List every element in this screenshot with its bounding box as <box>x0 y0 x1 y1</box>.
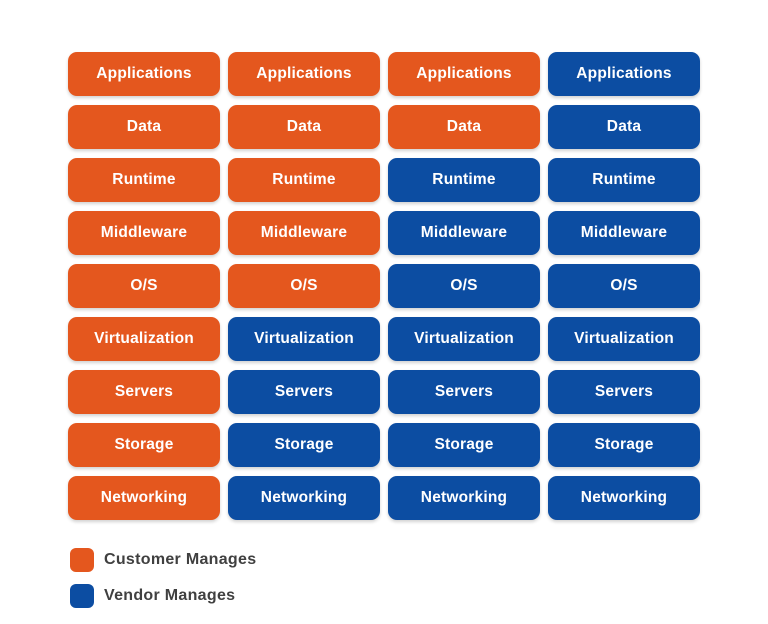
legend-label-vendor: Vendor Manages <box>104 587 236 604</box>
pill-runtime-col2: Runtime <box>228 158 380 202</box>
pill-o-s-col4: O/S <box>548 264 700 308</box>
pill-servers-col1: Servers <box>68 370 220 414</box>
pill-o-s-col1: O/S <box>68 264 220 308</box>
pill-middleware-col3: Middleware <box>388 211 540 255</box>
pill-data-col3: Data <box>388 105 540 149</box>
pill-virtualization-col3: Virtualization <box>388 317 540 361</box>
pill-virtualization-col2: Virtualization <box>228 317 380 361</box>
pill-middleware-col4: Middleware <box>548 211 700 255</box>
pill-virtualization-col4: Virtualization <box>548 317 700 361</box>
pill-networking-col4: Networking <box>548 476 700 520</box>
pill-servers-col3: Servers <box>388 370 540 414</box>
pill-storage-col3: Storage <box>388 423 540 467</box>
pill-data-col4: Data <box>548 105 700 149</box>
legend-label-customer: Customer Manages <box>104 551 257 568</box>
pill-runtime-col4: Runtime <box>548 158 700 202</box>
pill-networking-col3: Networking <box>388 476 540 520</box>
customer-color-swatch <box>70 548 94 572</box>
pill-middleware-col2: Middleware <box>228 211 380 255</box>
pill-o-s-col3: O/S <box>388 264 540 308</box>
pill-o-s-col2: O/S <box>228 264 380 308</box>
pill-storage-col1: Storage <box>68 423 220 467</box>
pill-runtime-col3: Runtime <box>388 158 540 202</box>
pill-data-col2: Data <box>228 105 380 149</box>
legend-item-customer: Customer Manages <box>70 548 256 572</box>
pill-applications-col2: Applications <box>228 52 380 96</box>
pill-networking-col1: Networking <box>68 476 220 520</box>
pill-middleware-col1: Middleware <box>68 211 220 255</box>
pill-applications-col3: Applications <box>388 52 540 96</box>
pill-applications-col1: Applications <box>68 52 220 96</box>
legend: Customer Manages Vendor Manages <box>70 548 256 608</box>
pill-storage-col2: Storage <box>228 423 380 467</box>
pill-networking-col2: Networking <box>228 476 380 520</box>
legend-item-vendor: Vendor Manages <box>70 584 256 608</box>
pill-applications-col4: Applications <box>548 52 700 96</box>
pill-virtualization-col1: Virtualization <box>68 317 220 361</box>
pill-data-col1: Data <box>68 105 220 149</box>
vendor-color-swatch <box>70 584 94 608</box>
pill-runtime-col1: Runtime <box>68 158 220 202</box>
pill-servers-col2: Servers <box>228 370 380 414</box>
pill-storage-col4: Storage <box>548 423 700 467</box>
pill-servers-col4: Servers <box>548 370 700 414</box>
